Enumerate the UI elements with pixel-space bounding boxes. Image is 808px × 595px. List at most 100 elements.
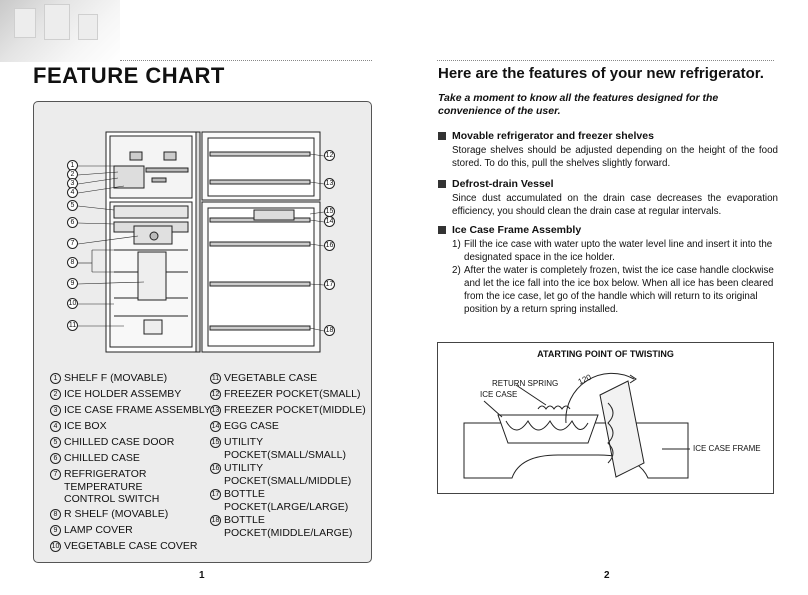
legend-label: REFRIGERATOR TEMPERATURE CONTROL SWITCH xyxy=(64,468,160,505)
list-item: 2)After the water is completely frozen, … xyxy=(452,264,778,316)
section-movable-shelves: Movable refrigerator and freezer shelves… xyxy=(438,130,778,170)
list-item-text: Fill the ice case with water upto the wa… xyxy=(464,239,773,263)
section-ice-case-frame: Ice Case Frame Assembly 1)Fill the ice c… xyxy=(438,224,778,316)
diagram-callout-10: 10 xyxy=(67,298,78,309)
diagram-callout-13: 13 xyxy=(324,178,335,189)
page-number-right: 2 xyxy=(604,570,610,581)
return-spring-label: RETURN SPRING xyxy=(492,379,559,388)
page-number-left: 1 xyxy=(199,570,205,581)
diagram-callout-4: 4 xyxy=(67,187,78,198)
legend-label: CHILLED CASE xyxy=(64,452,140,464)
diagram-callout-9: 9 xyxy=(67,278,78,289)
legend-number: 1 xyxy=(50,373,61,384)
ice-case-label: ICE CASE xyxy=(480,390,518,399)
legend-number: 5 xyxy=(50,437,61,448)
legend-number: 4 xyxy=(50,421,61,432)
legend-number: 16 xyxy=(210,463,221,474)
legend-label: R SHELF (MOVABLE) xyxy=(64,508,169,520)
feature-panel: 1 2 3 4 5 6 7 8 9 10 11 12 13 15 14 16 1… xyxy=(33,101,372,563)
list-item: 1)Fill the ice case with water upto the … xyxy=(452,238,778,264)
legend-label: ICE BOX xyxy=(64,420,107,432)
list-item-number: 1) xyxy=(452,239,461,250)
diagram-callout-6: 6 xyxy=(67,217,78,228)
bullet-square-icon xyxy=(438,226,446,234)
refrigerator-diagram xyxy=(77,131,325,353)
diagram-callout-8: 8 xyxy=(67,257,78,268)
legend-number: 18 xyxy=(210,515,221,526)
legend-number: 13 xyxy=(210,405,221,416)
legend-number: 8 xyxy=(50,509,61,520)
legend-number: 3 xyxy=(50,405,61,416)
diagram-callout-17: 17 xyxy=(324,279,335,290)
diagram-callout-5: 5 xyxy=(67,200,78,211)
legend-label: CHILLED CASE DOOR xyxy=(64,436,175,448)
legend-label: BOTTLE POCKET(MIDDLE/LARGE) xyxy=(224,514,353,539)
header-rule-left xyxy=(120,60,372,61)
legend-label: ICE HOLDER ASSEMBY xyxy=(64,388,182,400)
section-heading-text: Ice Case Frame Assembly xyxy=(452,224,582,236)
photo-window xyxy=(44,4,70,40)
diagram-callout-16: 16 xyxy=(324,240,335,251)
corner-photo xyxy=(0,0,120,62)
legend-number: 14 xyxy=(210,421,221,432)
legend-label: VEGETABLE CASE xyxy=(224,372,318,384)
legend-number: 9 xyxy=(50,525,61,536)
section-heading: Defrost-drain Vessel xyxy=(438,178,778,190)
legend-label: UTILITY POCKET(SMALL/MIDDLE) xyxy=(224,462,352,487)
section-heading-text: Defrost-drain Vessel xyxy=(452,178,554,190)
twisting-diagram-title: ATARTING POINT OF TWISTING xyxy=(537,349,674,359)
legend-number: 6 xyxy=(50,453,61,464)
ice-case-frame-label: ICE CASE FRAME xyxy=(693,444,761,453)
photo-window xyxy=(78,14,98,40)
section-heading: Ice Case Frame Assembly xyxy=(438,224,778,236)
legend-label: FREEZER POCKET(MIDDLE) xyxy=(224,404,366,416)
legend-label: FREEZER POCKET(SMALL) xyxy=(224,388,361,400)
diagram-callout-7: 7 xyxy=(67,238,78,249)
section-body: 1)Fill the ice case with water upto the … xyxy=(452,238,778,316)
header-rule-right xyxy=(437,60,774,61)
legend-label: BOTTLE POCKET(LARGE/LARGE) xyxy=(224,488,349,513)
legend-label: ICE CASE FRAME ASSEMBLY xyxy=(64,404,211,416)
photo-window xyxy=(14,8,36,38)
ice-case-twist-diagram xyxy=(463,372,690,479)
section-heading-text: Movable refrigerator and freezer shelves xyxy=(452,130,654,142)
diagram-callout-14: 14 xyxy=(324,216,335,227)
legend-number: 12 xyxy=(210,389,221,400)
section-defrost-drain: Defrost-drain Vessel Since dust accumula… xyxy=(438,178,778,218)
bullet-square-icon xyxy=(438,132,446,140)
legend-number: 10 xyxy=(50,541,61,552)
diagram-callout-18: 18 xyxy=(324,325,335,336)
legend-label: VEGETABLE CASE COVER xyxy=(64,540,198,552)
legend-number: 11 xyxy=(210,373,221,384)
diagram-callout-12: 12 xyxy=(324,150,335,161)
right-page-title: Here are the features of your new refrig… xyxy=(438,65,764,82)
legend-label: LAMP COVER xyxy=(64,524,133,536)
bullet-square-icon xyxy=(438,180,446,188)
legend-label: EGG CASE xyxy=(224,420,279,432)
section-heading: Movable refrigerator and freezer shelves xyxy=(438,130,778,142)
section-body: Since dust accumulated on the drain case… xyxy=(452,193,778,217)
legend-number: 7 xyxy=(50,469,61,480)
legend-label: SHELF F (MOVABLE) xyxy=(64,372,168,384)
section-body: Storage shelves should be adjusted depen… xyxy=(452,145,778,169)
right-page-intro: Take a moment to know all the features d… xyxy=(438,92,719,117)
